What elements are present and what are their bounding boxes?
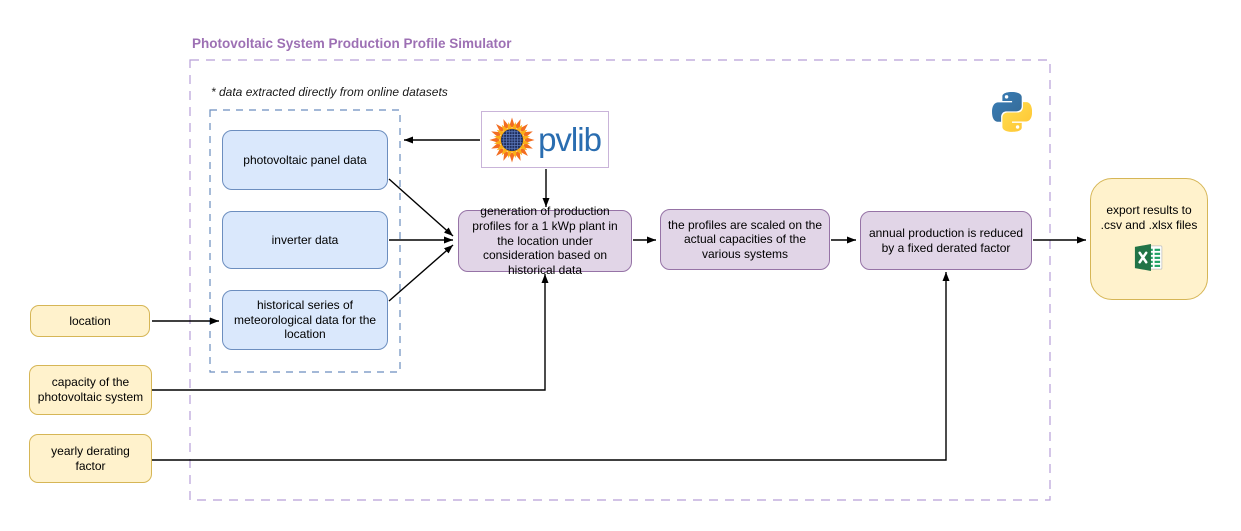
simulator-boundary [189,59,1051,501]
node-location-input: location [30,305,150,337]
node-label: the profiles are scaled on the actual ca… [667,217,823,261]
node-label: generation of production profiles for a … [472,204,618,277]
pvlib-sun-icon [489,116,535,163]
node-label: export results to .csv and .xlsx files [1100,203,1198,232]
connector-meteo-to-generation [388,244,454,302]
node-capacity-input: capacity of the photovoltaic system [29,365,152,415]
connector-panel-to-generation [388,178,454,237]
diagram-title: Photovoltaic System Production Profile S… [192,36,512,51]
node-export-results: export results to .csv and .xlsx files [1090,178,1208,300]
node-meteorological-data: historical series of meteorological data… [222,290,388,350]
python-icon [992,92,1032,132]
node-label: yearly derating factor [51,443,130,473]
pvlib-wordmark: pvlib [538,121,602,158]
pvlib-logo: pvlib [481,111,609,168]
datasets-note: * data extracted directly from online da… [211,85,448,99]
node-label: historical series of meteorological data… [233,298,377,342]
node-inverter-data: inverter data [222,211,388,269]
node-label: inverter data [271,232,339,247]
node-derating-factor-input: yearly derating factor [29,434,152,483]
node-generation-profiles: generation of production profiles for a … [458,204,632,277]
node-profiles-scaling: the profiles are scaled on the actual ca… [660,209,830,270]
node-annual-derating: annual production is reduced by a fixed … [860,211,1032,270]
node-label: location [69,313,111,328]
node-label: photovoltaic panel data [243,152,367,167]
node-label: annual production is reduced by a fixed … [868,225,1024,255]
node-photovoltaic-panel-data: photovoltaic panel data [222,130,388,190]
node-label: capacity of the photovoltaic system [37,375,144,404]
excel-icon [1134,244,1162,271]
